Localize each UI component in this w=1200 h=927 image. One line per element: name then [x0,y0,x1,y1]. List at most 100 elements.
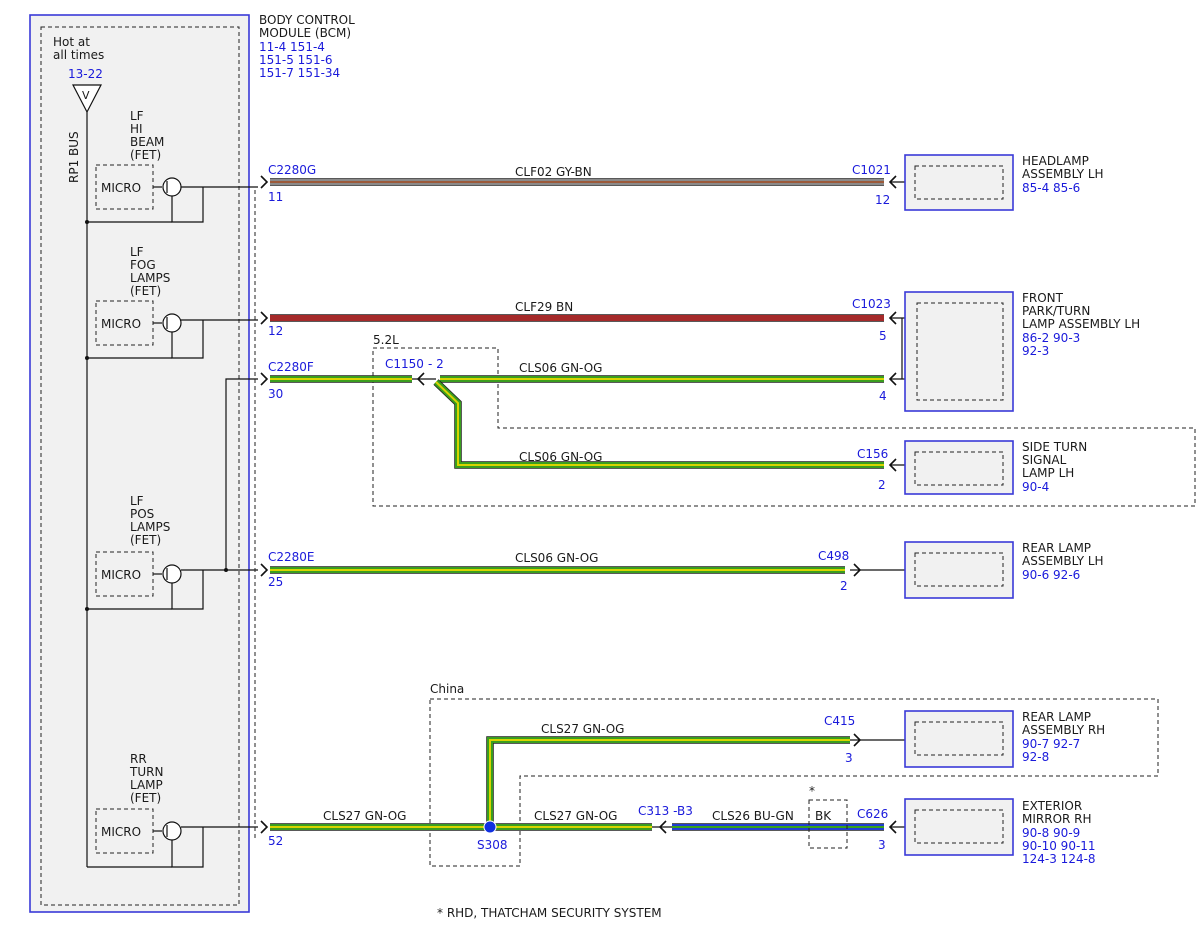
component-exterior-mirror-rh: EXTERIOR MIRROR RH 90-8 90-9 90-10 90-11… [904,798,1096,866]
output-name: LF [130,109,144,123]
wire-cls06-side-stripe [435,381,884,466]
output-lf-hi-beam: LF HI BEAM (FET) MICRO [85,109,258,224]
component-box [904,798,1014,856]
wire-labels: C2280G 11 CLF02 GY-BN C1021 12 12 CLF29 … [268,163,891,852]
bcm-title-line1: BODY CONTROL [259,13,355,27]
output-lf-pos-lamps: LF POS LAMPS (FET) MICRO [85,378,258,611]
output-name: LF [130,245,144,259]
group-box-5-2l [372,347,1196,507]
inline-connector-c313: C313 -B3 [638,804,693,818]
component-inner [914,552,1004,587]
far-connector-label: C1023 [852,297,891,311]
component-rear-lamp-rh: REAR LAMP ASSEMBLY RH 90-7 92-7 92-8 [904,710,1105,768]
output-name: (FET) [130,284,161,298]
circuit-label: CLF29 BN [515,300,573,314]
circuit-label: CLS06 GN-OG [519,361,602,375]
bcm-connector-icon [260,175,269,189]
component-headlamp-lh: HEADLAMP ASSEMBLY LH 85-4 85-6 [904,154,1104,211]
output-name: LF [130,494,144,508]
component-ref: 92-8 [1022,750,1049,764]
group-box-china [429,698,1159,867]
output-name: LAMPS [130,271,170,285]
branch-wire [225,378,258,570]
circuit-label: CLS27 GN-OG [534,809,617,823]
component-name: LAMP ASSEMBLY LH [1022,317,1140,331]
component-name: MIRROR RH [1022,812,1092,826]
bus-junction [85,220,89,224]
far-connector-label: C156 [857,447,888,461]
output-name: (FET) [130,533,161,547]
component-inner [914,165,1004,200]
asterisk-mark: * [809,784,815,798]
bcm-pin-label: 11 [268,190,283,204]
output-name: TURN [129,765,163,779]
component-name: REAR LAMP [1022,710,1091,724]
wire-cls06-side-outline [433,379,884,469]
bk-ground-box [808,799,848,849]
bcm-connector-icon [260,563,269,577]
splice-label: S308 [477,838,508,852]
far-pin-label: 5 [879,329,887,343]
bcm-connector-label: C2280G [268,163,316,177]
bcm-title-line2: MODULE (BCM) [259,26,351,40]
fet-return-line [171,320,204,359]
hot-at-label: Hot at [53,35,90,49]
output-name: (FET) [130,148,161,162]
output-name: (FET) [130,791,161,805]
inline-connector-c1150: C1150 [385,357,424,371]
circuit-label: CLS27 GN-OG [323,809,406,823]
bus-junction [85,356,89,360]
component-name: LAMP LH [1022,466,1074,480]
component-inner [914,451,1004,486]
rp1-bus-label: RP1 BUS [67,131,81,183]
component-name: FRONT [1022,291,1064,305]
bcm-ref: 151-5 151-6 [259,53,333,67]
fet-transistor-icon [162,564,182,584]
component-name: SIDE TURN [1022,440,1087,454]
circuit-label: CLS06 GN-OG [515,551,598,565]
bcm-connector-label: C2280F [268,360,314,374]
output-name: LAMP [130,778,163,792]
fuse-icon [72,84,102,114]
bcm-ref: 11-4 151-4 [259,40,325,54]
component-ref: 90-6 92-6 [1022,568,1080,582]
fet-return-line [171,827,204,868]
bcm-pin-label: 12 [268,324,283,338]
component-ref: 92-3 [1022,344,1049,358]
micro-label: MICRO [101,181,141,195]
output-name: POS [130,507,154,521]
component-name: REAR LAMP [1022,541,1091,555]
output-rr-turn-lamp: RR TURN LAMP (FET) MICRO [87,752,258,868]
component-ref: 90-10 90-11 [1022,839,1096,853]
circuit-label: CLF02 GY-BN [515,165,592,179]
component-box [904,154,1014,211]
footnote: * RHD, THATCHAM SECURITY SYSTEM [437,906,662,920]
circuit-label: CLS27 GN-OG [541,722,624,736]
wire-cls06-side [433,379,884,468]
output-name: HI [130,122,143,136]
group-label-china: China [430,682,464,696]
component-ref: 90-7 92-7 [1022,737,1080,751]
far-pin-label: 12 [875,193,890,207]
component-ref: 124-3 124-8 [1022,852,1096,866]
component-box [904,710,1014,768]
fet-transistor-icon [162,821,182,841]
output-name: RR [130,752,147,766]
component-name: SIGNAL [1022,453,1067,467]
output-name: FOG [130,258,156,272]
far-connector-label: C415 [824,714,855,728]
bcm-connector-icon [260,820,269,834]
fet-transistor-icon [162,313,182,333]
output-name: LAMPS [130,520,170,534]
component-inner [914,721,1004,756]
component-rear-lamp-lh: REAR LAMP ASSEMBLY LH 90-6 92-6 [904,541,1104,599]
group-label-5-2l: 5.2L [373,333,399,347]
circuit-label: CLS26 BU-GN [712,809,794,823]
far-pin-label: 3 [845,751,853,765]
component-name: ASSEMBLY LH [1022,167,1104,181]
bcm-connector-icon [260,311,269,325]
bcm-pin-label: 52 [268,834,283,848]
inline-connector-c1150-pin: - 2 [428,357,444,371]
bcm-ref: 151-7 151-34 [259,66,340,80]
